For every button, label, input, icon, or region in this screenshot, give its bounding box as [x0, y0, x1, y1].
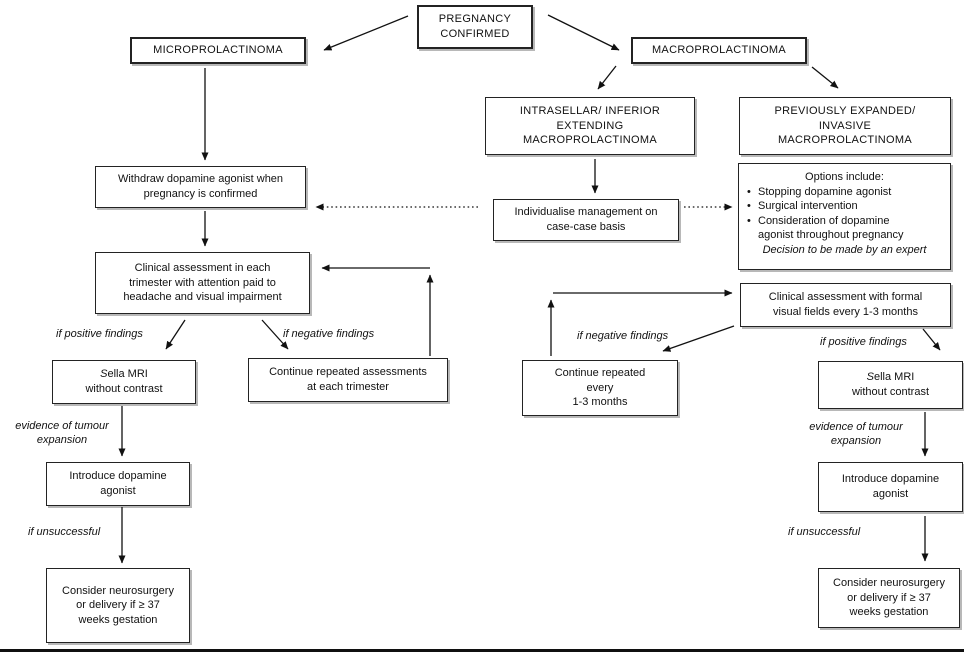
node-pregnancy-confirmed-label: PREGNANCY CONFIRMED — [438, 13, 512, 40]
node-clinical-left-label: Clinical assessment in each trimester wi… — [123, 262, 282, 304]
node-withdraw-dopamine-agonist: Withdraw dopamine agonist when pregnancy… — [95, 166, 306, 208]
node-microprolactinoma-label: MICROPROLACTINOMA — [153, 44, 283, 57]
node-sella-left-label: Sella MRI without contrast — [85, 368, 163, 395]
options-bullet-text: Stopping dopamine agonist — [758, 185, 892, 198]
node-consider-neurosurgery-right: Consider neurosurgery or delivery if ≥ 3… — [818, 568, 960, 628]
figure-bottom-rule — [0, 649, 964, 652]
node-introduce-left-label: Introduce dopamine agonist — [69, 470, 167, 497]
bullet-icon: • — [747, 200, 751, 213]
options-title: Options include: — [805, 171, 884, 183]
node-intrasellar-macroprolactinoma: INTRASELLAR/ INFERIOR EXTENDING MACROPRO… — [485, 97, 695, 155]
options-bullet-item: • Surgical intervention — [747, 199, 942, 214]
node-intrasellar-label: INTRASELLAR/ INFERIOR EXTENDING MACROPRO… — [519, 105, 661, 147]
node-previously-expanded-macroprolactinoma: PREVIOUSLY EXPANDED/ INVASIVE MACROPROLA… — [739, 97, 951, 155]
arrow-macro-to-intrasellar — [597, 65, 617, 90]
options-bullet-text: Surgical intervention — [758, 200, 858, 213]
node-continue-right-label: Continue repeated every 1-3 months — [554, 367, 646, 409]
options-bullet-item: • Stopping dopamine agonist — [747, 185, 942, 200]
node-microprolactinoma: MICROPROLACTINOMA — [130, 37, 306, 64]
edge-label-if-positive-findings-left: if positive findings — [56, 328, 143, 340]
arrow-clinical-right-to-continue-right — [662, 325, 735, 352]
node-individualise-management: Individualise management on case-case ba… — [493, 199, 679, 241]
node-macroprolactinoma: MACROPROLACTINOMA — [631, 37, 807, 64]
node-introduce-dopamine-right: Introduce dopamine agonist — [818, 462, 963, 512]
node-macroprolactinoma-label: MACROPROLACTINOMA — [651, 44, 787, 57]
options-bullet-list: • Stopping dopamine agonist • Surgical i… — [747, 185, 942, 243]
node-sella-right-label: Sella MRI without contrast — [851, 371, 930, 398]
node-sella-mri-right: Sella MRI without contrast — [818, 361, 963, 409]
node-withdraw-label: Withdraw dopamine agonist when pregnancy… — [117, 173, 284, 200]
bullet-icon: • — [747, 185, 751, 198]
node-continue-repeated-1-3-months: Continue repeated every 1-3 months — [522, 360, 678, 416]
node-continue-repeated-assessments: Continue repeated assessments at each tr… — [248, 358, 448, 402]
node-clinical-assessment-visual-fields: Clinical assessment with formal visual f… — [740, 283, 951, 327]
node-clinical-assessment-trimester: Clinical assessment in each trimester wi… — [95, 252, 310, 314]
node-consider-right-label: Consider neurosurgery or delivery if ≥ 3… — [833, 577, 945, 619]
arrow-clinical-left-to-sella-left — [165, 319, 186, 350]
node-pregnancy-confirmed: PREGNANCY CONFIRMED — [417, 5, 533, 49]
edge-label-evidence-tumour-left: evidence of tumour expansion — [15, 420, 109, 446]
arrow-pregnancy-to-macro — [547, 14, 620, 51]
edge-label-if-unsuccessful-right: if unsuccessful — [788, 526, 861, 538]
bullet-icon: • — [747, 214, 751, 227]
node-consider-neurosurgery-left: Consider neurosurgery or delivery if ≥ 3… — [46, 568, 190, 643]
edge-label-evidence-tumour-right: evidence of tumour expansion — [809, 421, 903, 447]
node-individualise-label: Individualise management on case-case ba… — [514, 206, 658, 233]
node-introduce-dopamine-left: Introduce dopamine agonist — [46, 462, 190, 506]
node-options-include: Options include: • Stopping dopamine ago… — [738, 163, 951, 270]
edge-label-if-negative-findings-left: if negative findings — [283, 328, 375, 340]
node-clinical-right-label: Clinical assessment with formal visual f… — [768, 291, 923, 318]
options-bullet-item: • Consideration of dopamine agonist thro… — [747, 214, 942, 243]
edge-label-if-negative-findings-right: if negative findings — [577, 330, 669, 342]
edge-label-if-positive-findings-right: if positive findings — [820, 336, 907, 348]
node-sella-mri-left: Sella MRI without contrast — [52, 360, 196, 404]
edge-label-if-unsuccessful-left: if unsuccessful — [28, 526, 101, 538]
arrow-clinical-right-to-sella-right — [922, 328, 941, 351]
options-bullet-text: Consideration of dopamine agonist throug… — [758, 214, 904, 242]
options-expert-note: Decision to be made by an expert — [762, 243, 927, 256]
arrow-pregnancy-to-micro — [323, 15, 409, 51]
node-previously-expanded-label: PREVIOUSLY EXPANDED/ INVASIVE MACROPROLA… — [774, 105, 916, 147]
node-consider-left-label: Consider neurosurgery or delivery if ≥ 3… — [62, 584, 174, 626]
node-continue-left-label: Continue repeated assessments at each tr… — [269, 366, 427, 393]
arrow-macro-to-previously — [811, 66, 839, 89]
node-introduce-right-label: Introduce dopamine agonist — [841, 473, 940, 500]
